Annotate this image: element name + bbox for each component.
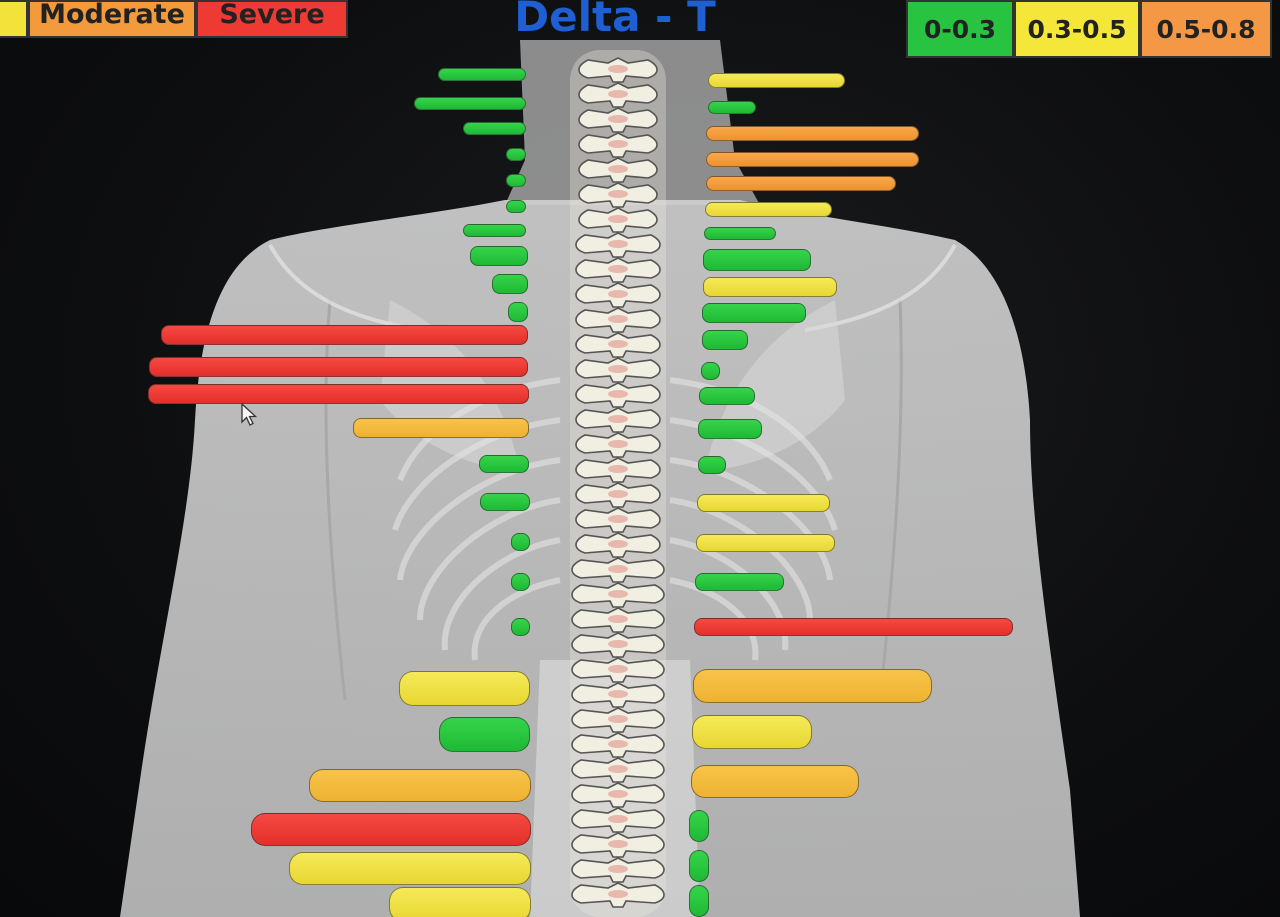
temperature-bar-amber xyxy=(693,669,932,703)
temperature-bar-normal xyxy=(689,850,709,882)
vertebral-disc xyxy=(608,815,628,823)
vertebral-disc xyxy=(608,590,628,598)
temperature-bar-normal xyxy=(701,362,720,380)
vertebral-disc xyxy=(608,215,628,223)
temperature-bar-normal xyxy=(414,97,526,110)
temperature-bar-normal xyxy=(438,68,526,81)
temperature-bar-mild xyxy=(696,534,835,552)
temperature-bar-mild xyxy=(703,277,837,297)
temperature-bar-mild xyxy=(399,671,530,706)
temperature-bar-amber xyxy=(309,769,531,802)
vertebral-disc xyxy=(608,115,628,123)
vertebral-disc xyxy=(608,290,628,298)
temperature-bar-normal xyxy=(511,533,530,551)
temperature-bar-normal xyxy=(506,174,526,187)
vertebral-disc xyxy=(608,140,628,148)
temperature-bar-severe xyxy=(251,813,531,846)
vertebral-disc xyxy=(608,240,628,248)
temperature-bar-mild xyxy=(708,73,845,88)
vertebral-disc xyxy=(608,390,628,398)
vertebral-disc xyxy=(608,640,628,648)
temperature-bar-moderate xyxy=(706,126,919,141)
temperature-bar-normal xyxy=(508,302,528,322)
temperature-bar-mild xyxy=(692,715,812,749)
legend-severe: Severe xyxy=(196,0,348,38)
vertebral-disc xyxy=(608,515,628,523)
vertebral-disc xyxy=(608,340,628,348)
temperature-bar-normal xyxy=(480,493,530,511)
temperature-bar-severe xyxy=(694,618,1013,636)
temperature-bar-normal xyxy=(506,148,526,161)
vertebral-disc xyxy=(608,840,628,848)
temperature-bar-amber xyxy=(691,765,859,798)
temperature-bar-normal xyxy=(703,249,811,271)
vertebral-disc xyxy=(608,540,628,548)
temperature-bar-normal xyxy=(463,122,526,135)
scale-range-mid: 0.3-0.5 xyxy=(1014,0,1140,58)
mouse-pointer-icon xyxy=(241,403,258,426)
temperature-bar-normal xyxy=(511,618,530,636)
temperature-bar-normal xyxy=(689,885,709,917)
temperature-bar-normal xyxy=(439,717,530,752)
vertebral-disc xyxy=(608,665,628,673)
temperature-bar-severe xyxy=(161,325,528,345)
vertebral-disc xyxy=(608,440,628,448)
vertebral-disc xyxy=(608,565,628,573)
vertebral-disc xyxy=(608,890,628,898)
vertebral-disc xyxy=(608,490,628,498)
temperature-bar-mild xyxy=(389,887,531,917)
vertebral-disc xyxy=(608,190,628,198)
temperature-bar-normal xyxy=(506,200,526,213)
temperature-bar-normal xyxy=(702,303,806,323)
vertebral-disc xyxy=(608,465,628,473)
temperature-bar-mild xyxy=(705,202,832,217)
scale-range-high: 0.5-0.8 xyxy=(1140,0,1272,58)
vertebral-disc xyxy=(608,165,628,173)
vertebral-disc xyxy=(608,865,628,873)
temperature-bar-normal xyxy=(479,455,529,473)
vertebral-disc xyxy=(608,65,628,73)
vertebral-disc xyxy=(608,90,628,98)
vertebral-disc xyxy=(608,790,628,798)
temperature-bar-normal xyxy=(708,101,756,114)
temperature-bar-normal xyxy=(698,419,762,439)
vertebral-disc xyxy=(608,365,628,373)
temperature-bar-mild xyxy=(289,852,531,885)
temperature-bar-normal xyxy=(511,573,530,591)
temperature-bar-normal xyxy=(699,387,755,405)
legend-moderate: Moderate xyxy=(28,0,196,38)
scale-range-low: 0-0.3 xyxy=(906,0,1014,58)
temperature-bar-normal xyxy=(704,227,776,240)
vertebral-disc xyxy=(608,265,628,273)
temperature-bar-moderate xyxy=(706,152,919,167)
temperature-bar-normal xyxy=(492,274,528,294)
temperature-bar-amber xyxy=(353,418,529,438)
legend-mild xyxy=(0,0,28,38)
temperature-bar-normal xyxy=(463,224,526,237)
vertebral-disc xyxy=(608,690,628,698)
temperature-bar-normal xyxy=(695,573,784,591)
temperature-bar-normal xyxy=(689,810,709,842)
vertebral-disc xyxy=(608,415,628,423)
temperature-bar-normal xyxy=(698,456,726,474)
vertebral-disc xyxy=(608,715,628,723)
vertebral-disc xyxy=(608,765,628,773)
temperature-bar-severe xyxy=(149,357,528,377)
vertebral-disc xyxy=(608,740,628,748)
temperature-bar-moderate xyxy=(706,176,896,191)
temperature-bar-normal xyxy=(702,330,748,350)
vertebral-disc xyxy=(608,315,628,323)
vertebral-disc xyxy=(608,615,628,623)
temperature-bar-severe xyxy=(148,384,529,404)
temperature-bar-mild xyxy=(697,494,830,512)
page-title: Delta - T xyxy=(514,0,716,41)
temperature-bar-normal xyxy=(470,246,528,266)
